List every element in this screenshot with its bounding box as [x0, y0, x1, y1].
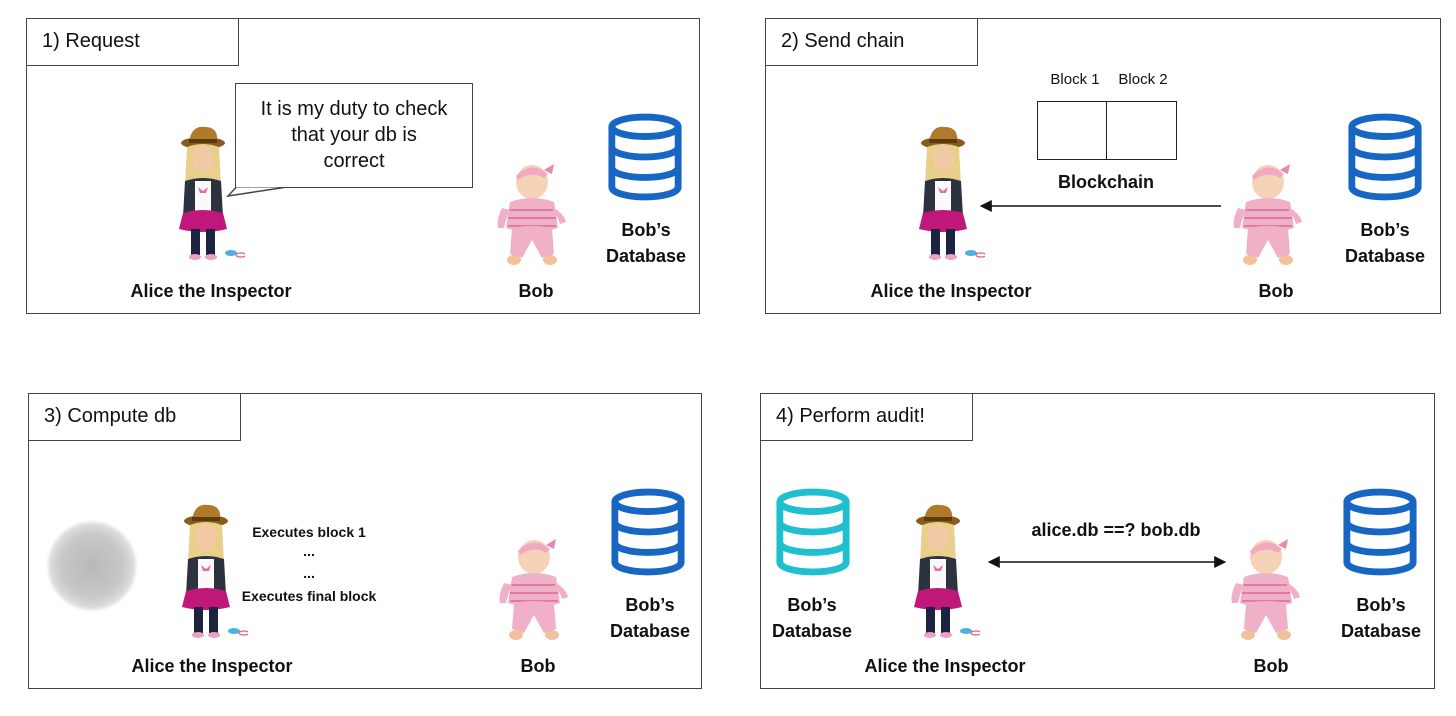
database-label-line: Bob’s	[621, 220, 671, 240]
database-label-line: Database	[605, 246, 687, 266]
compare-arrow	[987, 556, 1227, 568]
panel-send-chain	[765, 18, 1441, 314]
panel-perform-audit	[760, 393, 1435, 689]
alice-label: Alice the Inspector	[870, 281, 1032, 301]
database-label-line: Bob’s	[625, 595, 675, 615]
panel-title: 4) Perform audit!	[760, 393, 973, 441]
database-label-line: Bob’s	[787, 595, 837, 615]
bubble-line: that your db is	[291, 124, 417, 146]
bob-label: Bob	[1253, 656, 1289, 676]
block-2-box	[1106, 101, 1177, 160]
alice-label: Alice the Inspector	[131, 656, 293, 676]
alice-database-icon	[774, 488, 852, 576]
database-icon	[609, 488, 687, 576]
speech-bubble-tail	[225, 186, 285, 198]
send-arrow	[979, 200, 1221, 212]
compare-text: alice.db ==? bob.db	[1031, 520, 1201, 540]
panel-title: 2) Send chain	[765, 18, 978, 66]
cloud-image	[48, 522, 136, 610]
database-label-line: Database	[1340, 621, 1422, 641]
database-label-line: Bob’s	[1356, 595, 1406, 615]
alice-label: Alice the Inspector	[864, 656, 1026, 676]
panel-title: 3) Compute db	[28, 393, 241, 441]
alice-doll-image	[905, 125, 985, 265]
bob-label: Bob	[1258, 281, 1294, 301]
step-text: Executes block 1	[252, 524, 366, 540]
bob-doll-image	[1226, 537, 1306, 642]
alice-label: Alice the Inspector	[130, 281, 292, 301]
database-label-line: Database	[1344, 246, 1426, 266]
speech-bubble: It is my duty to check that your db is c…	[235, 83, 473, 188]
database-label-line: Database	[771, 621, 853, 641]
panel-title: 1) Request	[26, 18, 239, 66]
alice-doll-image	[900, 503, 980, 643]
bob-doll-image	[494, 537, 574, 642]
panel-compute-db	[28, 393, 702, 689]
database-icon	[1341, 488, 1419, 576]
bob-label: Bob	[518, 281, 554, 301]
bubble-line: correct	[323, 150, 385, 172]
blockchain-label: Blockchain	[1057, 172, 1155, 192]
bob-doll-image	[492, 162, 572, 267]
block-label: Block 1	[1050, 71, 1100, 88]
alice-doll-image	[165, 125, 245, 265]
database-icon	[606, 113, 684, 201]
bob-label: Bob	[520, 656, 556, 676]
bob-doll-image	[1228, 162, 1308, 267]
block-label: Block 2	[1118, 71, 1168, 88]
database-label-line: Bob’s	[1360, 220, 1410, 240]
alice-doll-image	[168, 503, 248, 643]
database-icon	[1346, 113, 1424, 201]
block-1-box	[1037, 101, 1107, 160]
database-label-line: Database	[609, 621, 691, 641]
bubble-line: It is my duty to check	[260, 98, 448, 120]
step-text: ...	[303, 543, 315, 559]
step-text: Executes final block	[241, 588, 377, 604]
step-text: ...	[303, 565, 315, 581]
